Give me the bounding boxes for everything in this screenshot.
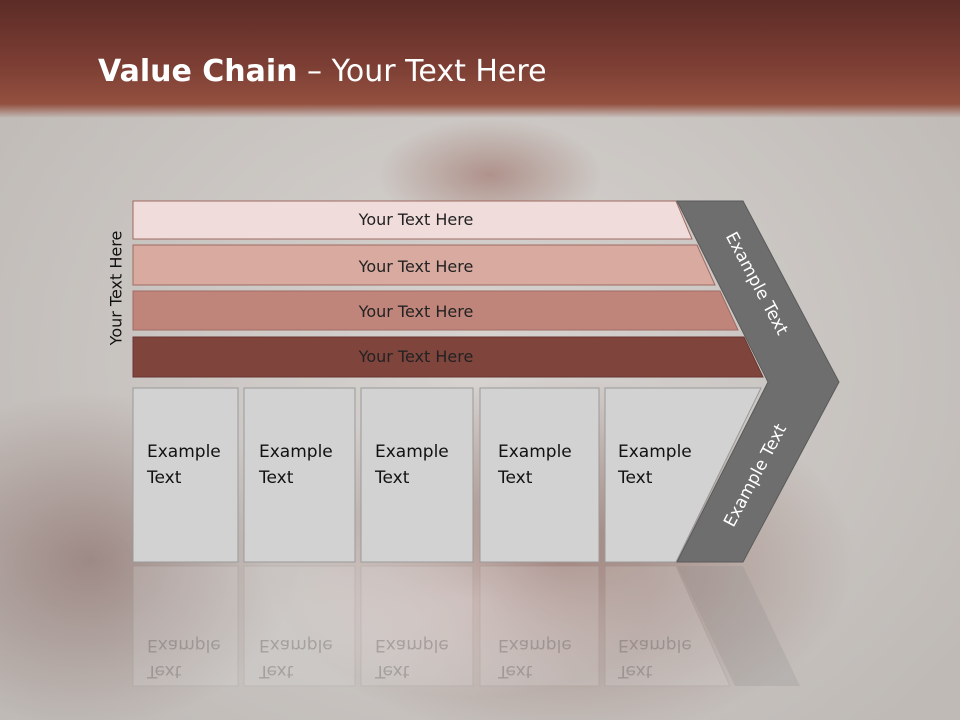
reflection-4-line1: Example <box>498 635 572 655</box>
reflection-2-line1: Example <box>259 635 333 655</box>
header-band <box>0 0 960 118</box>
activity-boxes <box>132 387 762 563</box>
activity-text-5: Example Text <box>618 439 692 491</box>
activity-text-3: Example Text <box>375 439 449 491</box>
activity-box-4[interactable] <box>479 387 600 563</box>
reflection-text-4: Text Example <box>498 632 572 684</box>
reflection-3-line2: Text <box>375 661 410 681</box>
activity-5-line2: Text <box>618 468 653 488</box>
reflection-box-2 <box>243 565 356 687</box>
reflection-4-line2: Text <box>498 661 533 681</box>
support-bar-4[interactable] <box>132 336 764 378</box>
reflection-box-5 <box>604 565 731 687</box>
reflection-3-line1: Example <box>375 635 449 655</box>
reflection-chevron <box>677 566 800 686</box>
support-bar-2[interactable] <box>132 244 716 286</box>
reflection-text-2: Text Example <box>259 632 333 684</box>
reflection-text-1: Text Example <box>147 632 221 684</box>
support-bar-1[interactable] <box>132 200 693 240</box>
support-bar-3-label: Your Text Here <box>358 302 474 321</box>
slide-title: Value Chain – Your Text Here <box>98 54 547 89</box>
reflection-box-4 <box>479 565 600 687</box>
reflection-1-line2: Text <box>147 661 182 681</box>
support-bar-2-label: Your Text Here <box>358 257 474 276</box>
reflection-1-line1: Example <box>147 635 221 655</box>
activity-1-line1: Example <box>147 442 221 462</box>
activity-3-line2: Text <box>375 468 410 488</box>
reflection <box>132 565 800 687</box>
activity-box-3[interactable] <box>360 387 474 563</box>
activity-1-line2: Text <box>147 468 182 488</box>
activity-5-line1: Example <box>618 442 692 462</box>
support-bar-3[interactable] <box>132 290 739 331</box>
activity-text-4: Example Text <box>498 439 572 491</box>
activity-4-line2: Text <box>498 468 533 488</box>
activity-text-2: Example Text <box>259 439 333 491</box>
title-rest: – Your Text Here <box>297 54 547 89</box>
reflection-text-3: Text Example <box>375 632 449 684</box>
reflection-box-1 <box>132 565 239 687</box>
activity-2-line1: Example <box>259 442 333 462</box>
activity-2-line2: Text <box>259 468 294 488</box>
activity-box-5[interactable] <box>604 387 762 563</box>
activity-text-1: Example Text <box>147 439 221 491</box>
reflection-text-5: Text Example <box>618 632 692 684</box>
support-bars: Your Text Here Your Text Here Your Text … <box>132 200 764 378</box>
reflection-5-line1: Example <box>618 635 692 655</box>
title-bold: Value Chain <box>98 54 298 89</box>
reflection-2-line2: Text <box>259 661 294 681</box>
activity-box-2[interactable] <box>243 387 356 563</box>
support-bar-4-label: Your Text Here <box>358 347 474 366</box>
activity-4-line1: Example <box>498 442 572 462</box>
reflection-5-line2: Text <box>618 661 653 681</box>
activity-box-1[interactable] <box>132 387 239 563</box>
reflection-box-3 <box>360 565 474 687</box>
support-bar-1-label: Your Text Here <box>358 210 474 229</box>
chevron-shape[interactable] <box>676 200 840 563</box>
activity-3-line1: Example <box>375 442 449 462</box>
